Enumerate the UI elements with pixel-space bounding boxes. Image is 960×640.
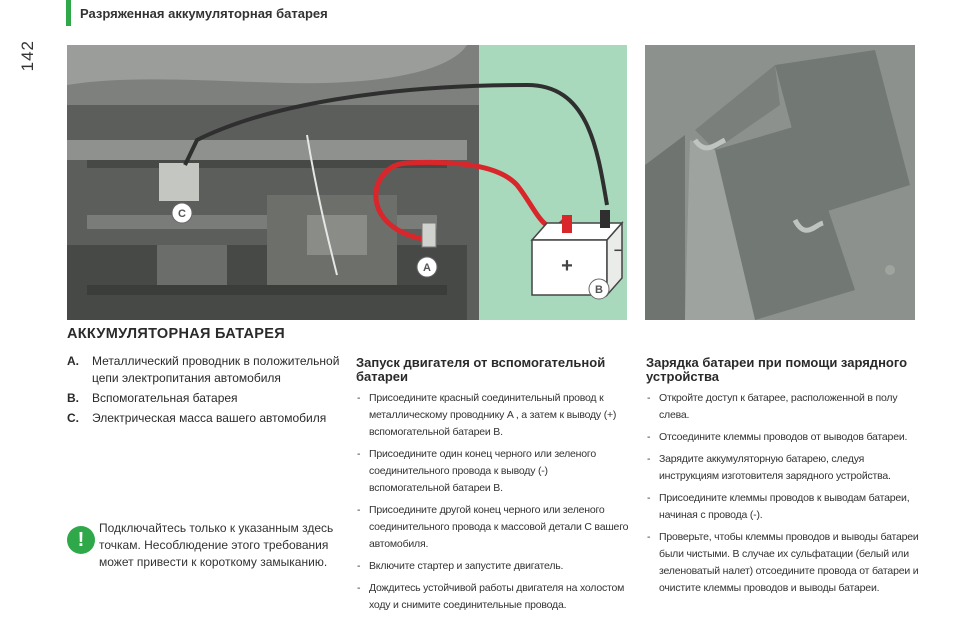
legend-letter: B. — [67, 391, 79, 405]
svg-text:C: C — [178, 208, 186, 220]
auxiliary-battery: + − — [530, 210, 624, 297]
warning-note: ! Подключайтесь только к указанным здесь… — [67, 520, 342, 571]
legend-item-a: A. Металлический проводник в положительн… — [67, 353, 342, 387]
charging-steps: Откройте доступ к батарее, расположенной… — [646, 390, 921, 597]
warning-text: Подключайтесь только к указанным здесь т… — [99, 521, 334, 569]
legend-list: A. Металлический проводник в положительн… — [67, 353, 342, 430]
list-item: Зарядите аккумуляторную батарею, следуя … — [646, 451, 921, 485]
floor-battery-compartment-illustration — [645, 45, 915, 320]
header-accent-bar — [66, 0, 71, 26]
jump-start-steps: Присоедините красный соединительный пров… — [356, 390, 631, 614]
svg-text:+: + — [561, 255, 573, 277]
charging-section: Зарядка батареи при помощи зарядного уст… — [646, 356, 921, 602]
svg-text:−: − — [614, 242, 622, 258]
list-item: Отсоедините клеммы проводов от выводов б… — [646, 429, 921, 446]
page-number: 142 — [18, 40, 37, 72]
legend-item-b: B. Вспомогательная батарея — [67, 390, 342, 407]
jump-start-title: Запуск двигателя от вспомогательной бата… — [356, 355, 606, 384]
list-item: Присоедините красный соединительный пров… — [356, 390, 631, 441]
svg-text:B: B — [595, 284, 603, 296]
svg-text:A: A — [423, 262, 431, 274]
positive-terminal-a: A — [416, 256, 438, 278]
list-item: Откройте доступ к батарее, расположенной… — [646, 390, 921, 424]
page-header-title: Разряженная аккумуляторная батарея — [80, 6, 328, 21]
legend-letter: A. — [67, 354, 79, 368]
engine-bay-illustration: C A + − B — [67, 45, 627, 320]
list-item: Присоедините другой конец черного или зе… — [356, 502, 631, 553]
list-item: Проверьте, чтобы клеммы проводов и вывод… — [646, 529, 921, 597]
battery-label-b: B — [588, 278, 610, 300]
jump-start-section: Запуск двигателя от вспомогательной бата… — [356, 356, 631, 619]
list-item: Дождитесь устойчивой работы двигателя на… — [356, 580, 631, 614]
legend-item-c: C. Электрическая масса вашего автомобиля — [67, 410, 342, 427]
legend-text: Электрическая масса вашего автомобиля — [92, 411, 327, 425]
legend-text: Металлический проводник в положительной … — [92, 354, 340, 385]
list-item: Включите стартер и запустите двигатель. — [356, 558, 631, 575]
ground-point-c: C — [171, 202, 193, 224]
legend-letter: C. — [67, 411, 79, 425]
list-item: Присоедините клеммы проводов к выводам б… — [646, 490, 921, 524]
charging-title: Зарядка батареи при помощи зарядного уст… — [646, 355, 908, 384]
list-item: Присоедините один конец черного или зеле… — [356, 446, 631, 497]
section-title: АККУМУЛЯТОРНАЯ БАТАРЕЯ — [67, 326, 285, 342]
legend-text: Вспомогательная батарея — [92, 391, 238, 405]
exclamation-icon: ! — [67, 526, 95, 554]
